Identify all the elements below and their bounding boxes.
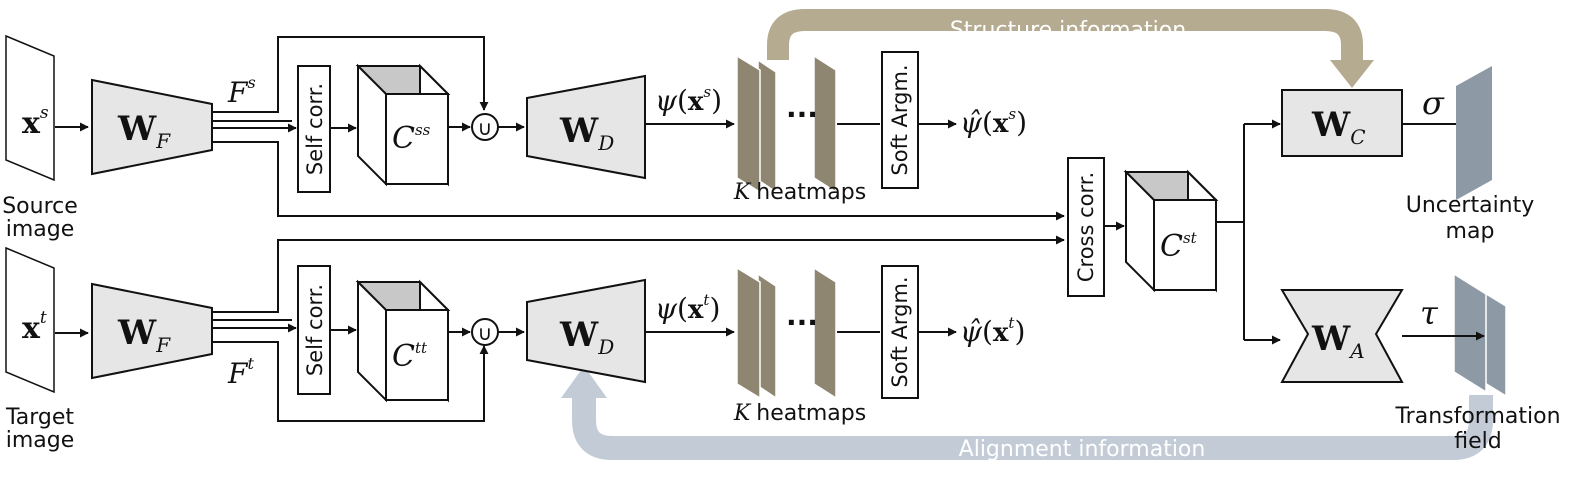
source-soft-argmax-box xyxy=(881,51,919,189)
skip-connection-target xyxy=(212,341,489,422)
source-psi-hat-label: ψ̂(xs) xyxy=(960,105,1027,139)
target-image-symbol: xt xyxy=(22,308,47,346)
transformation-field-label-line2: field xyxy=(1454,429,1501,454)
cross-corr-label: Cross corr. xyxy=(1074,172,1098,282)
alignment-information-arrowhead xyxy=(561,366,607,398)
target-cost-volume-label: Ctt xyxy=(392,339,428,374)
structure-information-label: Structure information xyxy=(950,18,1186,43)
uncertainty-map-label-line1: Uncertainty xyxy=(1406,193,1535,218)
target-soft-argmax-label: Soft Argm. xyxy=(888,276,912,387)
transformation-field-shape xyxy=(1453,272,1507,398)
source-image-frame xyxy=(5,34,55,182)
target-psi-label: ψ(xt) xyxy=(655,291,720,325)
alignment-information-band xyxy=(572,395,1493,460)
target-self-corr-box xyxy=(297,265,331,395)
transformation-field-label-line1: Transformation xyxy=(1394,404,1560,429)
uncertainty-module-wc-label: WC xyxy=(1311,105,1366,149)
target-union-symbol: ∪ xyxy=(478,321,493,345)
target-heatmaps-ellipsis: ··· xyxy=(786,306,818,339)
skip-connection-source xyxy=(212,36,489,113)
source-self-corr-label: Self corr. xyxy=(303,83,327,175)
alignment-information-label: Alignment information xyxy=(959,437,1206,462)
source-image-symbol: xs xyxy=(22,103,49,141)
target-decoder-wd xyxy=(526,278,646,384)
tau-label: τ xyxy=(1420,294,1439,332)
target-feature-ft: Ft xyxy=(227,354,254,390)
target-cost-volume-ctt xyxy=(355,279,451,403)
sigma-label: σ xyxy=(1422,84,1445,122)
uncertainty-module-wc xyxy=(1281,89,1403,157)
target-encoder-wf xyxy=(91,282,213,380)
source-decoder-wd-label: WD xyxy=(559,111,614,155)
source-encoder-wf xyxy=(91,78,213,176)
source-feature-fs: Fs xyxy=(227,73,256,109)
target-soft-argmax-box xyxy=(881,265,919,399)
alignment-module-wa-label: WA xyxy=(1311,319,1365,363)
target-self-corr-label: Self corr. xyxy=(303,284,327,376)
arrow-ft-to-crosscorr xyxy=(212,235,1065,313)
source-cost-volume-css xyxy=(355,63,451,187)
alignment-module-wa xyxy=(1280,289,1404,383)
uncertainty-map-shape xyxy=(1456,66,1492,200)
arrow-fs-to-crosscorr xyxy=(212,141,1065,221)
cross-cost-volume-label: Cst xyxy=(1160,229,1198,264)
source-psi-label: ψ(xs) xyxy=(655,83,722,117)
source-soft-argmax-label: Soft Argm. xyxy=(888,64,912,175)
uncertainty-map-label-line2: map xyxy=(1446,219,1495,244)
target-image-label-line2: image xyxy=(6,428,75,453)
target-decoder-wd-label: WD xyxy=(559,315,614,359)
target-image-frame xyxy=(5,246,55,394)
source-encoder-wf-label: WF xyxy=(117,109,171,153)
source-image-label-line2: image xyxy=(6,217,75,242)
target-heatmaps xyxy=(736,266,837,400)
target-psi-hat-label: ψ̂(xt) xyxy=(960,314,1025,348)
source-union-symbol: ∪ xyxy=(478,116,493,140)
structure-information-arrowhead xyxy=(1330,60,1374,88)
source-image-label-line1: Source xyxy=(2,194,78,219)
cross-corr-box xyxy=(1067,157,1105,297)
source-heatmaps xyxy=(736,54,837,194)
structure-information-band xyxy=(767,9,1363,62)
source-self-corr-box xyxy=(297,65,331,193)
cross-cost-volume-cst xyxy=(1123,169,1219,293)
target-image-label-line1: Target xyxy=(5,405,74,430)
source-cost-volume-label: Css xyxy=(392,121,431,156)
source-heatmaps-ellipsis: ··· xyxy=(786,98,818,131)
target-encoder-wf-label: WF xyxy=(117,313,171,357)
source-decoder-wd xyxy=(526,74,646,180)
